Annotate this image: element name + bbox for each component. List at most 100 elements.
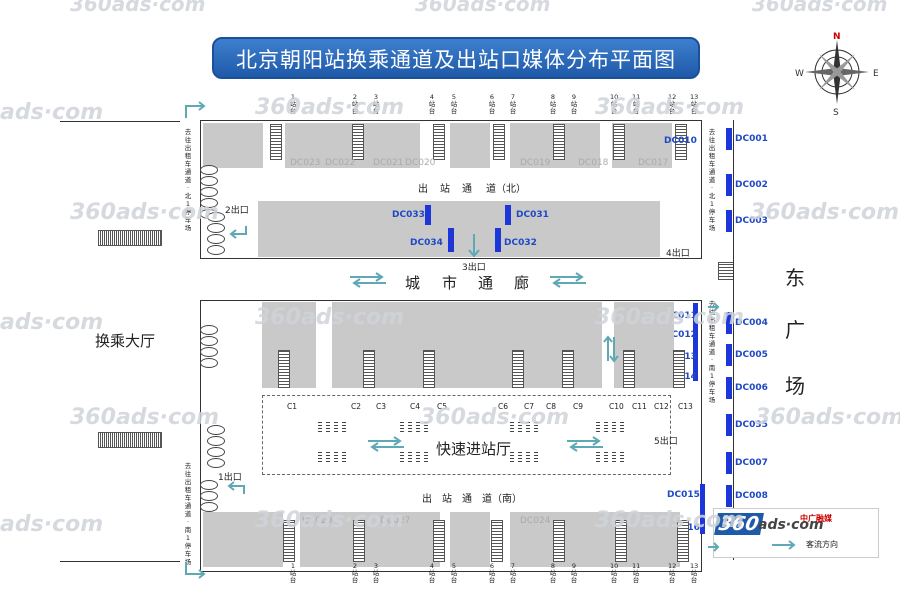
platform-suffix-1: 站 xyxy=(668,100,676,108)
east-wall xyxy=(733,120,734,560)
platform-suffix-1: 站 xyxy=(351,569,359,577)
left-stair-north xyxy=(98,230,162,246)
stair xyxy=(562,350,574,388)
watermark: 360ads·com xyxy=(750,200,900,225)
platform-number: 9 xyxy=(571,562,577,570)
south-block-wall xyxy=(200,300,702,572)
platform-suffix-1: 站 xyxy=(488,100,496,108)
exit-3-label: 3出口 xyxy=(462,263,486,273)
platform-suffix-2: 台 xyxy=(428,576,436,584)
arrow-icon xyxy=(708,302,720,312)
platform-suffix-2: 台 xyxy=(372,107,380,115)
seat-bench xyxy=(408,420,412,432)
arrow-icon xyxy=(350,272,386,288)
south-passage-4: 道（南） xyxy=(482,494,522,505)
coil-group xyxy=(200,325,218,368)
seat-bench xyxy=(510,450,514,462)
watermark: ads·com xyxy=(0,512,104,537)
platform-suffix-1: 站 xyxy=(668,569,676,577)
dc011-014-board xyxy=(693,303,698,381)
exit-5-label: 5出口 xyxy=(654,437,678,447)
side-text-right-north: 去往出租车通道·北1停车场 xyxy=(708,128,716,232)
dc003-board xyxy=(726,210,732,232)
dc015-label: DC015 xyxy=(667,490,700,500)
compass-w: W xyxy=(795,69,804,79)
corridor-1: 城 xyxy=(405,274,421,292)
compass-e: E xyxy=(873,69,879,79)
platform-suffix-2: 台 xyxy=(632,107,640,115)
ghost-label: DC020 xyxy=(405,158,436,168)
seat-bench xyxy=(526,450,530,462)
east-square-2: 广 xyxy=(785,318,805,342)
compass-n: N xyxy=(833,32,841,42)
stair xyxy=(433,520,445,562)
dc006-board xyxy=(726,377,732,399)
ghost-label: DC022 xyxy=(325,158,356,168)
platform-suffix-1: 站 xyxy=(509,569,517,577)
platform-number: 8 xyxy=(550,562,556,570)
dc008-label: DC008 xyxy=(735,491,768,501)
platform-suffix-2: 台 xyxy=(610,576,618,584)
platform-suffix-1: 站 xyxy=(450,569,458,577)
stair xyxy=(675,124,687,160)
seat-bench xyxy=(416,420,420,432)
platform-suffix-1: 站 xyxy=(289,100,297,108)
south-passage-2: 站 xyxy=(442,494,452,505)
ghost-label: DC021 xyxy=(373,158,404,168)
exit-4-label: 4出口 xyxy=(666,249,690,259)
seat-bench xyxy=(620,420,624,432)
dc011-label: DC011 xyxy=(664,311,697,321)
platform-number: 10 xyxy=(610,93,619,101)
fast-hall-label: 快速进站厅 xyxy=(436,440,512,458)
dc002-label: DC002 xyxy=(735,180,768,190)
stair xyxy=(493,124,505,160)
dc032-board xyxy=(495,228,501,252)
seat-bench xyxy=(326,450,330,462)
dc004-board xyxy=(726,312,732,334)
seat-bench xyxy=(612,450,616,462)
seat-bench xyxy=(596,420,600,432)
platform-suffix-2: 台 xyxy=(570,107,578,115)
watermark: ads·com xyxy=(0,310,104,335)
ghost-label: DC027 xyxy=(380,516,411,526)
c-label: C9 xyxy=(573,402,584,411)
watermark: 360ads·com xyxy=(255,95,405,120)
seat-bench xyxy=(318,420,322,432)
legend-sub: ads·com xyxy=(758,517,824,533)
arrow-icon xyxy=(368,436,404,452)
platform-number: 2 xyxy=(352,93,358,101)
platform-number: 11 xyxy=(632,93,641,101)
platform-suffix-1: 站 xyxy=(428,569,436,577)
platform-number: 5 xyxy=(451,93,457,101)
platform-suffix-1: 站 xyxy=(570,100,578,108)
stair xyxy=(677,520,689,562)
north-concourse xyxy=(258,201,660,257)
watermark: 360ads·com xyxy=(420,405,570,430)
seat-bench xyxy=(408,450,412,462)
watermark: 360ads·com xyxy=(755,405,900,430)
legend-cn: 中广融媒 xyxy=(800,514,832,523)
dc033-label: DC033 xyxy=(392,210,425,220)
seat-bench xyxy=(534,420,538,432)
platform-suffix-2: 台 xyxy=(488,576,496,584)
dc033-board xyxy=(425,205,431,225)
seat-bench xyxy=(424,450,428,462)
platform-number: 9 xyxy=(571,93,577,101)
legend-arrow-label: 客流方向 xyxy=(806,540,838,549)
